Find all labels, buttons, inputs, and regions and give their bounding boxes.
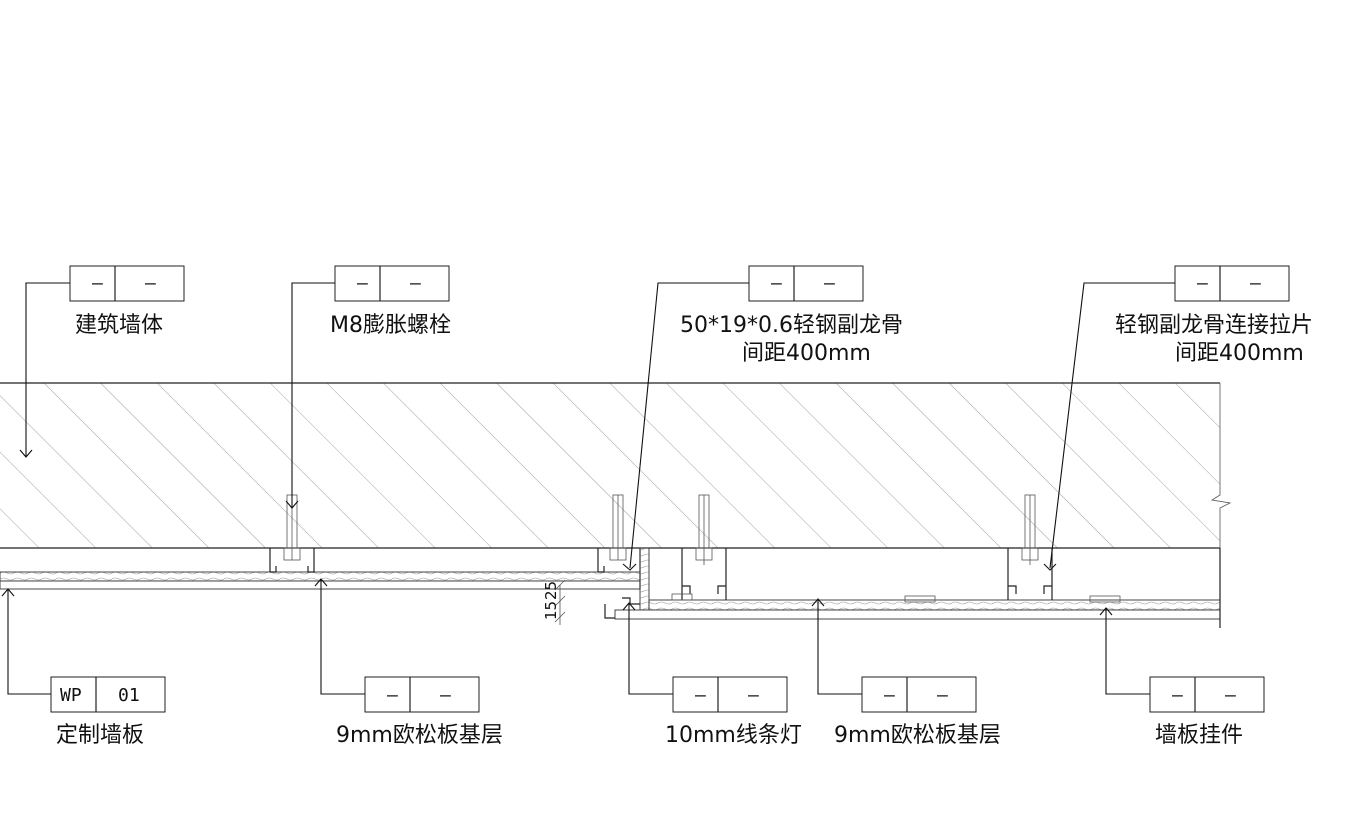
label-osb-right: 9mm欧松板基层 bbox=[834, 723, 1001, 748]
expansion-bolt-2-icon bbox=[609, 494, 627, 561]
annotation-building-wall[interactable]: – – 建筑墙体 bbox=[19, 265, 185, 458]
tag-right: – bbox=[1250, 273, 1261, 294]
dimension-marks: 15 25 bbox=[542, 579, 566, 625]
label-building-wall: 建筑墙体 bbox=[75, 313, 163, 338]
tag-left: – bbox=[92, 273, 103, 294]
annotation-keel-tie[interactable]: – – 轻钢副龙骨连接拉片 间距400mm bbox=[1043, 265, 1313, 571]
label-steel-keel-line1: 50*19*0.6轻钢副龙骨 bbox=[680, 313, 903, 338]
tag-left: – bbox=[695, 685, 706, 706]
tag-right: – bbox=[748, 685, 759, 706]
label-keel-tie-line1: 轻钢副龙骨连接拉片 bbox=[1115, 313, 1313, 338]
tag-left: – bbox=[1197, 273, 1208, 294]
label-custom-panel: 定制墙板 bbox=[56, 723, 144, 748]
annotation-custom-panel[interactable]: WP 01 定制墙板 bbox=[1, 588, 166, 748]
light-steel-keel-1 bbox=[671, 494, 727, 601]
label-led-strip: 10mm线条灯 bbox=[665, 723, 802, 748]
building-wall bbox=[0, 382, 1232, 549]
annotation-led-strip[interactable]: – – 10mm线条灯 bbox=[622, 602, 802, 748]
label-steel-keel-line2: 间距400mm bbox=[742, 341, 871, 366]
label-keel-tie-line2: 间距400mm bbox=[1175, 341, 1304, 366]
dimension-25: 25 bbox=[542, 581, 560, 600]
tag-left: – bbox=[771, 273, 782, 294]
right-panel-assembly bbox=[614, 494, 1221, 628]
label-expansion-bolt: M8膨胀螺栓 bbox=[330, 313, 451, 338]
tag-left: – bbox=[387, 685, 398, 706]
tag-right: – bbox=[145, 273, 156, 294]
dimension-15: 15 bbox=[542, 601, 560, 620]
tag-right: – bbox=[1225, 685, 1236, 706]
label-osb-left: 9mm欧松板基层 bbox=[336, 723, 503, 748]
tag-left: – bbox=[884, 685, 895, 706]
annotation-osb-right[interactable]: – – 9mm欧松板基层 bbox=[811, 598, 1001, 748]
tag-left: – bbox=[357, 273, 368, 294]
tag-right: 01 bbox=[118, 685, 140, 706]
tag-right: – bbox=[937, 685, 948, 706]
annotation-expansion-bolt[interactable]: – – M8膨胀螺栓 bbox=[285, 265, 451, 509]
label-panel-hanger: 墙板挂件 bbox=[1155, 723, 1243, 748]
tag-left: WP bbox=[60, 685, 82, 706]
annotation-panel-hanger[interactable]: – – 墙板挂件 bbox=[1099, 607, 1265, 748]
tag-right: – bbox=[824, 273, 835, 294]
tag-right: – bbox=[410, 273, 421, 294]
tag-right: – bbox=[440, 685, 451, 706]
tag-left: – bbox=[1172, 685, 1183, 706]
annotation-steel-keel[interactable]: – – 50*19*0.6轻钢副龙骨 间距400mm bbox=[622, 265, 903, 571]
light-steel-keel-2 bbox=[1007, 494, 1053, 600]
annotation-osb-left[interactable]: – – 9mm欧松板基层 bbox=[314, 578, 503, 748]
